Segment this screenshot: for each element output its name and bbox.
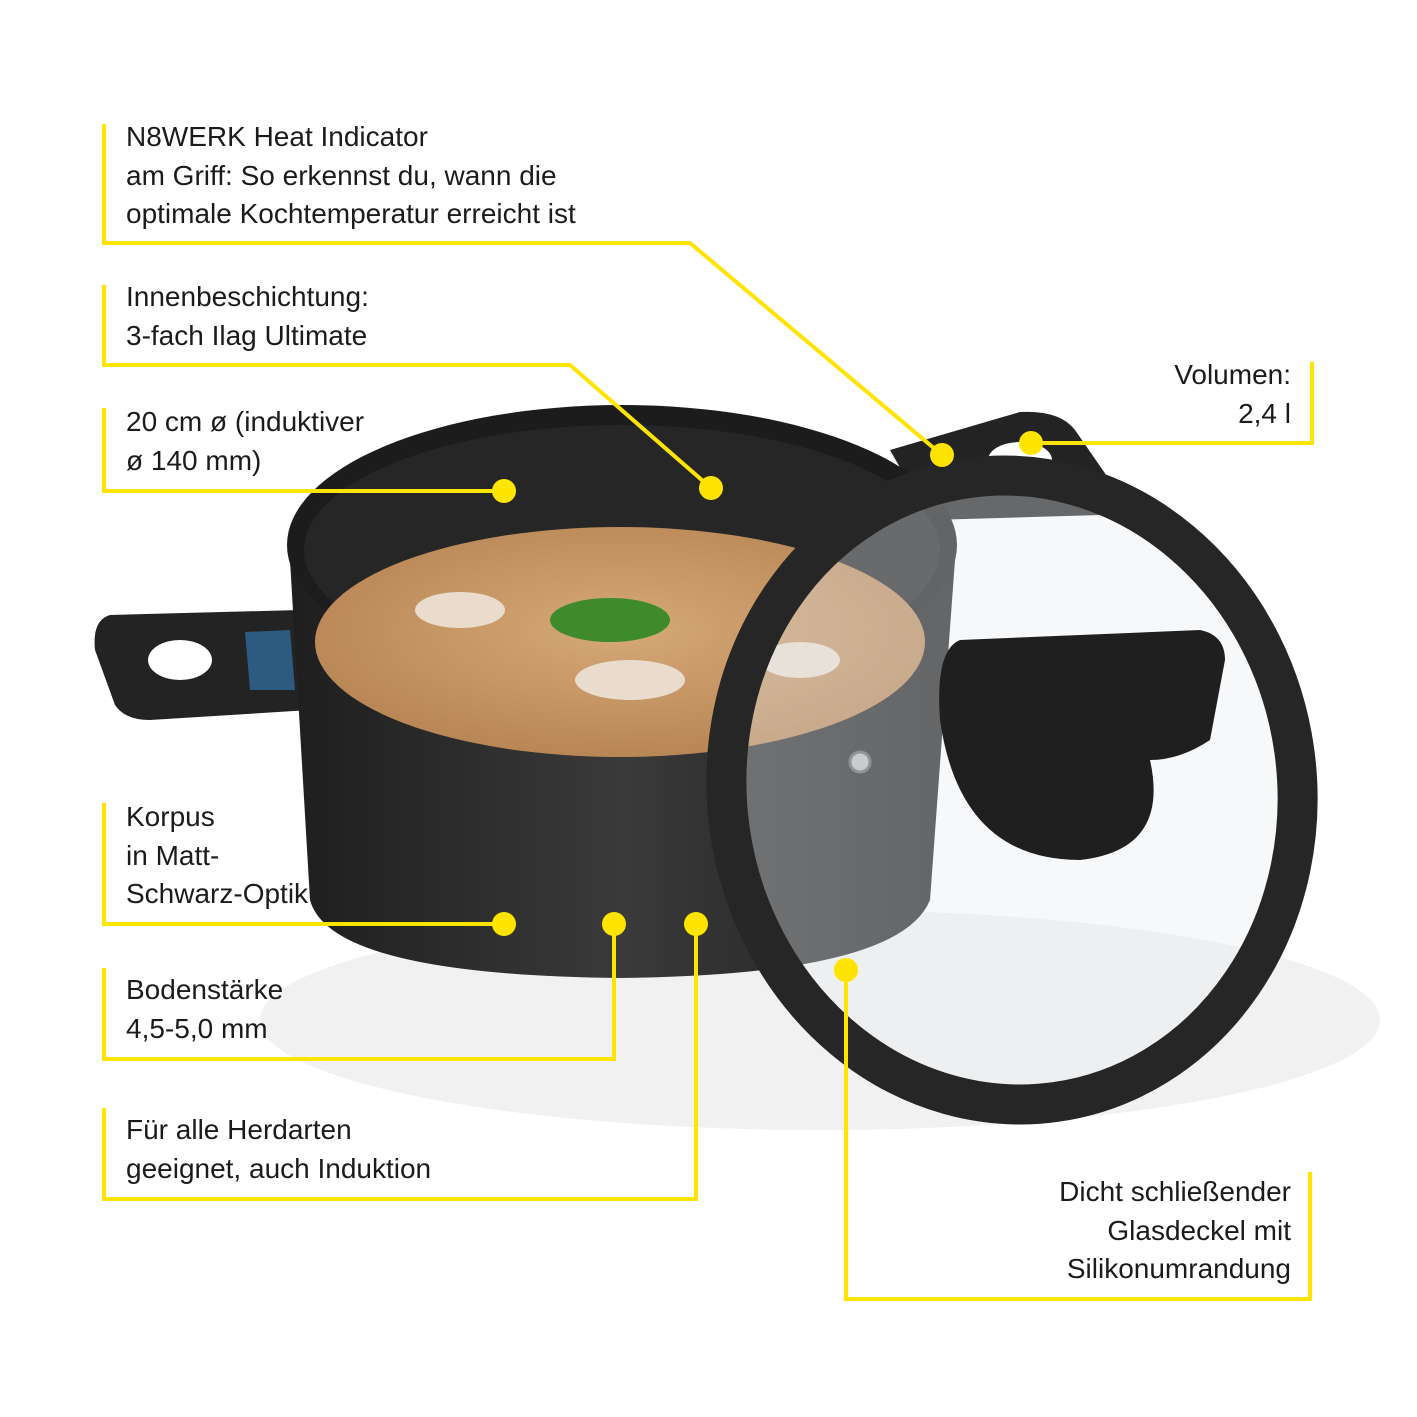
callout-coating: Innenbeschichtung: 3-fach Ilag Ultimate	[126, 278, 369, 355]
callout-text: geeignet, auch Induktion	[126, 1152, 432, 1184]
dot-base	[602, 912, 626, 936]
mushroom-slice	[575, 660, 685, 700]
callout-text: optimale Kochtemperatur erreicht ist	[126, 198, 576, 229]
callout-line-volume	[1031, 362, 1314, 445]
callout-line-diameter	[102, 408, 504, 493]
callout-diameter: 20 cm ø (induktiver ø 140 mm)	[126, 403, 364, 480]
callout-stove-types: Für alle Herdarten geeignet, auch Indukt…	[126, 1111, 431, 1188]
callout-text: Bodenstärke	[126, 974, 284, 1005]
callout-text: Schwarz-Optik	[126, 878, 309, 909]
callout-heat-indicator: N8WERK Heat Indicator am Griff: So erken…	[126, 118, 576, 234]
callout-line-heat-indicator	[102, 124, 944, 457]
callout-text: N8WERK Heat Indicator	[126, 121, 428, 152]
callout-text: 20 cm ø (induktiver	[126, 406, 365, 437]
callout-line-stove	[102, 924, 698, 1201]
callout-text: Für alle Herdarten	[126, 1114, 352, 1145]
callout-text: Korpus	[126, 801, 215, 832]
callout-text: in Matt-	[126, 839, 220, 871]
lid-knob	[939, 630, 1225, 860]
callout-text: am Griff: So erkennst du, wann die	[126, 159, 557, 191]
callout-text: Dicht schließender	[1059, 1176, 1291, 1207]
heat-indicator-left	[245, 630, 295, 690]
callout-text: ø 140 mm)	[126, 444, 262, 476]
dot-volume	[1019, 431, 1043, 455]
dot-body	[492, 912, 516, 936]
callout-volume: Volumen: 2,4 l	[1174, 356, 1291, 433]
dot-heat-indicator	[930, 443, 954, 467]
mushroom-slice	[760, 642, 840, 678]
callout-text: 3-fach Ilag Ultimate	[126, 319, 368, 351]
callout-base-thickness: Bodenstärke 4,5-5,0 mm	[126, 971, 283, 1048]
callout-glass-lid: Dicht schließender Glasdeckel mit Siliko…	[1059, 1173, 1291, 1289]
callout-text: Volumen:	[1174, 359, 1291, 390]
callout-text: 2,4 l	[1238, 397, 1291, 429]
callout-line-coating	[102, 285, 713, 490]
callout-body: Korpus in Matt- Schwarz-Optik	[126, 798, 308, 914]
callout-line-lid	[844, 970, 1312, 1301]
callout-line-base	[102, 924, 616, 1061]
callout-text: 4,5-5,0 mm	[126, 1012, 268, 1044]
dot-stove	[684, 912, 708, 936]
dot-coating	[699, 476, 723, 500]
dot-diameter	[492, 479, 516, 503]
steam-vent-rivet	[848, 750, 872, 774]
mushroom-slice	[415, 592, 505, 628]
left-handle-hole	[148, 640, 212, 680]
herb-garnish	[550, 598, 670, 642]
callout-text: Glasdeckel mit	[1107, 1214, 1291, 1246]
dot-lid	[834, 958, 858, 982]
callout-text: Silikonumrandung	[1066, 1253, 1291, 1284]
callout-line-body	[102, 803, 504, 926]
callout-text: Innenbeschichtung:	[126, 281, 369, 312]
callout-lines	[102, 124, 1314, 1301]
callout-dots	[492, 431, 1043, 982]
